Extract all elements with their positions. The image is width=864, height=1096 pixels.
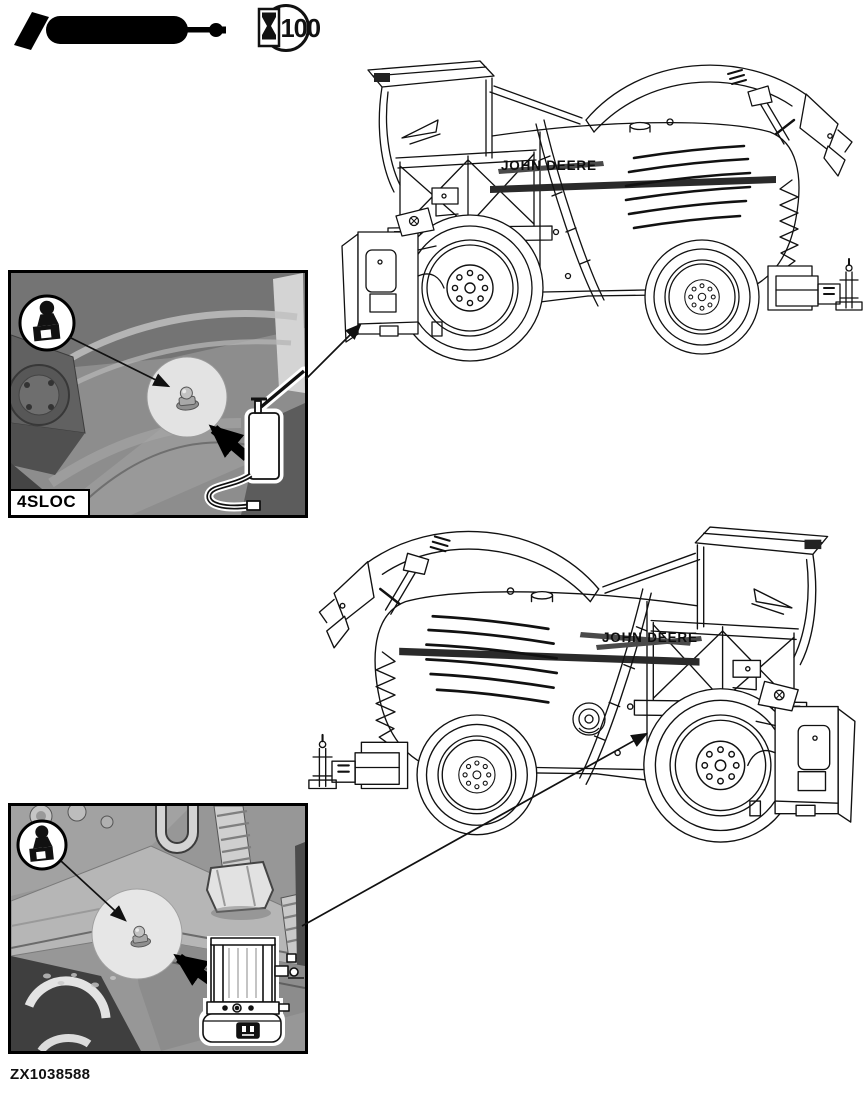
- electric-grease-pump-icon: [199, 936, 304, 1046]
- service-interval-badge: 100: [257, 4, 321, 52]
- figure-code: ZX1038588: [10, 1066, 91, 1083]
- brand-label-top: JOHN DEERE: [501, 158, 597, 173]
- rear-wheel: [644, 239, 760, 355]
- interval-value: 100: [281, 15, 321, 43]
- front-attachment: [341, 207, 445, 343]
- brand-label-bottom: JOHN DEERE: [602, 630, 698, 645]
- grease-gun-icon: [14, 12, 226, 50]
- rear-wheel: [416, 714, 538, 836]
- front-wheel: [396, 214, 544, 362]
- bold-arrow: [208, 424, 251, 461]
- harvester-top-figure: JOHN DEERE: [341, 60, 863, 362]
- harvester-bottom-figure: JOHN DEERE: [308, 526, 856, 843]
- front-attachment: [747, 680, 856, 823]
- callout-leader-arrow: [68, 336, 171, 388]
- inset-photo-front-axle: 4SLOC: [8, 270, 308, 518]
- harvester-line-art: [341, 60, 863, 362]
- callout-leader-arrow: [60, 860, 127, 922]
- hand-grease-gun-icon: [204, 366, 305, 512]
- location-label: 4SLOC: [11, 489, 91, 515]
- front-wheel: [643, 688, 798, 843]
- side-emblem: [572, 702, 606, 736]
- harvester-line-art: [308, 526, 856, 843]
- inset-photo-rear-frame: [8, 803, 308, 1054]
